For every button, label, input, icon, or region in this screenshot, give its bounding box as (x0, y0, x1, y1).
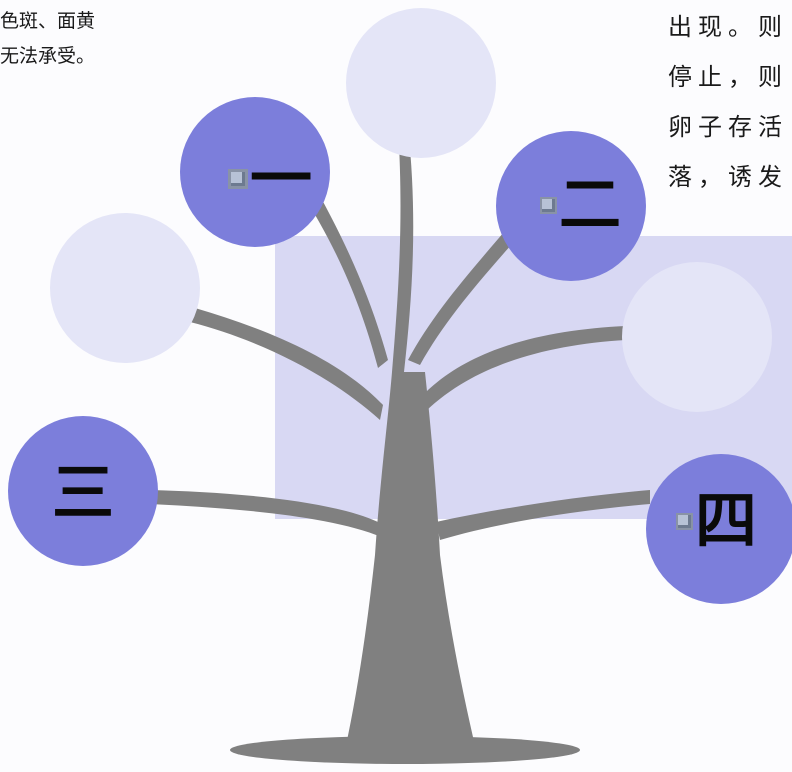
node-one-label: 一 (250, 142, 313, 215)
node-two-label-group: 二 (540, 174, 621, 236)
node-three (8, 416, 158, 566)
empty-node-top (346, 8, 496, 158)
node-two (496, 131, 646, 281)
square-bullet-icon (540, 196, 557, 214)
text-line: 色斑、面黄 (0, 10, 96, 32)
text-line: 落，诱发 (668, 163, 788, 191)
text-fragment-left: 色斑、面黄 无法承受。 (0, 4, 95, 74)
text-line: 无法承受。 (0, 45, 96, 67)
node-three-label-group: 三 (52, 462, 114, 524)
tree-trunk (150, 128, 650, 764)
square-bullet-icon (228, 169, 248, 189)
node-two-label: 二 (559, 168, 622, 241)
empty-node-left (50, 213, 200, 363)
node-four-label: 四 (695, 484, 758, 557)
text-fragment-right: 出现。则 停止，则 卵子存活 落，诱发 (668, 2, 788, 202)
node-four (646, 454, 792, 604)
node-three-label: 三 (52, 456, 115, 529)
text-line: 停止，则 (668, 63, 788, 91)
node-one-label-group: 一 (228, 148, 312, 210)
node-four-label-group: 四 (676, 490, 757, 552)
node-one (180, 97, 330, 247)
text-line: 卵子存活 (668, 113, 788, 141)
text-line: 出现。则 (668, 13, 788, 41)
empty-node-right (622, 262, 772, 412)
square-bullet-icon (676, 512, 693, 530)
